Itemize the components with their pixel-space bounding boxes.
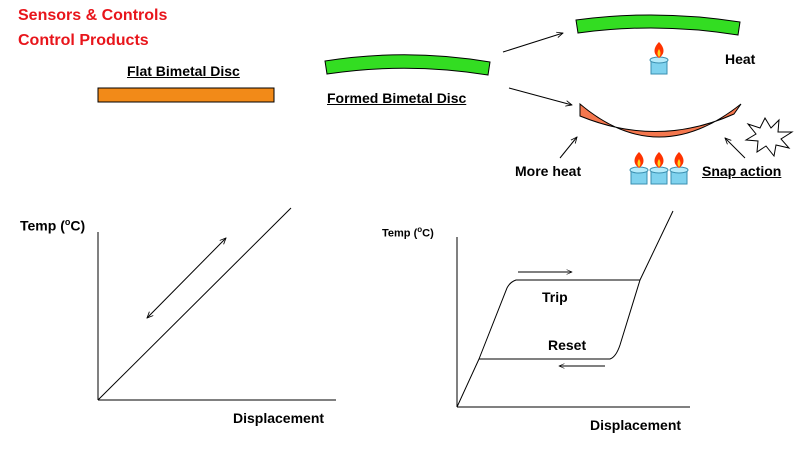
- hysteresis-loop: [456, 210, 674, 408]
- right-chart-xlabel: Displacement: [590, 417, 682, 433]
- left-chart-linear-response: [97, 207, 292, 401]
- formed-bimetal-disc: [324, 54, 491, 76]
- snap-action-label: Snap action: [702, 163, 782, 179]
- more-heat-label: More heat: [515, 163, 582, 179]
- snapped-disc: [579, 102, 742, 138]
- candle-icon: [649, 151, 669, 185]
- arrow-to-snapped-disc: [508, 87, 572, 105]
- snap-burst-icon: [744, 116, 794, 158]
- left-chart-ylabel: Temp (oC): [20, 217, 86, 234]
- right-chart-ylabel: Temp (oC): [382, 225, 434, 240]
- heat-label: Heat: [725, 51, 756, 67]
- left-chart-xlabel: Displacement: [233, 410, 325, 426]
- heated-disc: [575, 14, 741, 36]
- left-chart-bidirectional-arrow: [147, 238, 226, 318]
- flat-disc-label: Flat Bimetal Disc: [127, 63, 240, 79]
- flat-bimetal-disc: [97, 87, 275, 103]
- arrow-to-heated-disc: [502, 33, 563, 53]
- candle-icon: [669, 151, 689, 185]
- more-heat-arrow: [559, 137, 577, 159]
- formed-disc-label: Formed Bimetal Disc: [327, 90, 467, 106]
- header-line-1: Sensors & Controls: [18, 7, 168, 24]
- header-line-2: Control Products: [18, 32, 149, 49]
- candle-icon: [629, 151, 649, 185]
- reset-label: Reset: [548, 337, 587, 353]
- candle-icon: [649, 41, 669, 75]
- trip-label: Trip: [542, 289, 568, 305]
- snap-action-arrow: [725, 138, 746, 159]
